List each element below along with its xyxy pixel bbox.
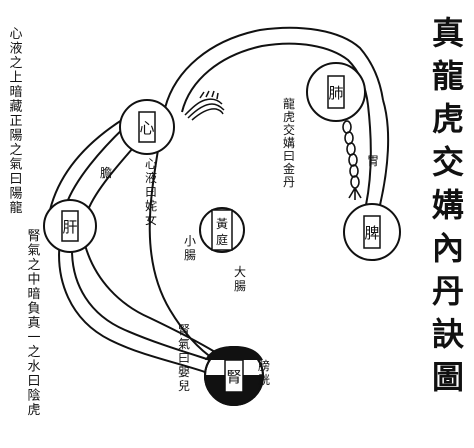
svg-text:正: 正 — [9, 114, 22, 129]
svg-text:姹: 姹 — [145, 199, 157, 213]
svg-text:龍: 龍 — [9, 200, 22, 216]
svg-text:真: 真 — [27, 316, 40, 331]
svg-text:腎: 腎 — [27, 229, 40, 244]
label-small-intestine: 小腸 — [184, 234, 196, 262]
svg-text:氣: 氣 — [27, 244, 40, 259]
svg-text:大: 大 — [234, 265, 246, 279]
svg-text:膽: 膽 — [100, 165, 112, 180]
svg-text:上: 上 — [9, 71, 22, 86]
lung-label: 肺 — [328, 84, 343, 102]
svg-text:腎: 腎 — [178, 323, 190, 337]
svg-text:交: 交 — [432, 143, 464, 181]
svg-text:金: 金 — [283, 161, 295, 176]
svg-text:胱: 胱 — [258, 372, 270, 387]
yellow-court-label: 黃 — [216, 217, 228, 231]
svg-text:氣: 氣 — [178, 337, 190, 351]
svg-text:媾: 媾 — [431, 186, 464, 224]
svg-text:液: 液 — [145, 170, 157, 185]
heart-coil — [184, 90, 225, 121]
svg-text:曰: 曰 — [178, 351, 190, 365]
svg-text:龍: 龍 — [283, 96, 295, 111]
svg-text:嬰: 嬰 — [178, 365, 190, 379]
svg-text:曰: 曰 — [9, 172, 22, 187]
kidney-organ: 腎 — [203, 346, 265, 406]
svg-text:腸: 腸 — [234, 279, 246, 293]
svg-text:腸: 腸 — [184, 248, 196, 262]
svg-text:丹: 丹 — [432, 272, 464, 310]
spleen-organ: 脾 — [343, 203, 401, 261]
heart-kidney-vessel — [148, 149, 216, 361]
svg-text:液: 液 — [9, 42, 22, 57]
svg-text:心: 心 — [9, 27, 22, 42]
yellow-court-organ: 黃 庭 — [199, 207, 245, 253]
svg-text:真: 真 — [432, 14, 464, 52]
svg-text:虎: 虎 — [283, 110, 295, 124]
svg-text:兒: 兒 — [178, 379, 190, 393]
liver-label: 肝 — [62, 218, 77, 236]
svg-text:之: 之 — [27, 345, 40, 360]
svg-text:氣: 氣 — [9, 158, 22, 173]
svg-text:一: 一 — [27, 331, 40, 346]
heart-organ: 心 — [119, 99, 175, 155]
svg-text:暗: 暗 — [9, 85, 22, 100]
yellow-court-label-2: 庭 — [216, 232, 228, 247]
svg-text:女: 女 — [145, 212, 157, 227]
svg-text:交: 交 — [283, 122, 295, 137]
heart-liver-outer-long — [49, 117, 126, 211]
label-gallbladder: 膽 — [100, 165, 112, 180]
svg-text:陽: 陽 — [9, 187, 22, 202]
svg-text:中: 中 — [27, 273, 40, 288]
svg-text:心: 心 — [145, 157, 157, 171]
kidney-label: 腎 — [226, 368, 241, 386]
svg-text:水: 水 — [27, 360, 40, 375]
label-stomach: 胃 — [367, 154, 379, 168]
heart-label: 心 — [139, 119, 154, 137]
svg-text:龍: 龍 — [432, 57, 464, 95]
upper-vessel-outer — [164, 26, 384, 109]
svg-text:之: 之 — [9, 143, 22, 158]
svg-text:藏: 藏 — [9, 100, 22, 115]
label-large-intestine: 大腸 — [234, 265, 246, 293]
svg-text:負: 負 — [27, 302, 40, 317]
svg-text:丹: 丹 — [283, 175, 295, 189]
liver-kidney-vessel-3 — [84, 244, 216, 353]
svg-text:內: 內 — [432, 229, 464, 267]
spleen-label: 脾 — [364, 224, 379, 242]
svg-text:胃: 胃 — [367, 154, 379, 168]
svg-text:之: 之 — [9, 56, 22, 71]
svg-text:陰: 陰 — [27, 389, 40, 404]
liver-kidney-vessel-2 — [71, 249, 211, 361]
svg-text:圖: 圖 — [432, 358, 464, 396]
svg-text:訣: 訣 — [432, 315, 464, 353]
lung-spleen-vessel — [379, 99, 390, 206]
label-bladder: 膀胱 — [258, 358, 270, 387]
svg-text:虎: 虎 — [432, 100, 464, 138]
svg-text:陽: 陽 — [9, 129, 22, 144]
liver-organ: 肝 — [43, 199, 97, 253]
liver-kidney-vessel-1 — [58, 239, 206, 373]
svg-text:曰: 曰 — [27, 374, 40, 389]
svg-text:曰: 曰 — [145, 185, 157, 199]
svg-text:暗: 暗 — [27, 287, 40, 302]
svg-text:之: 之 — [27, 258, 40, 273]
lung-organ: 肺 — [306, 62, 366, 122]
svg-text:曰: 曰 — [283, 149, 295, 163]
svg-text:虎: 虎 — [27, 403, 40, 418]
chain — [342, 120, 362, 200]
svg-text:小: 小 — [184, 234, 196, 248]
svg-text:膀: 膀 — [258, 358, 270, 373]
svg-text:媾: 媾 — [283, 136, 295, 150]
